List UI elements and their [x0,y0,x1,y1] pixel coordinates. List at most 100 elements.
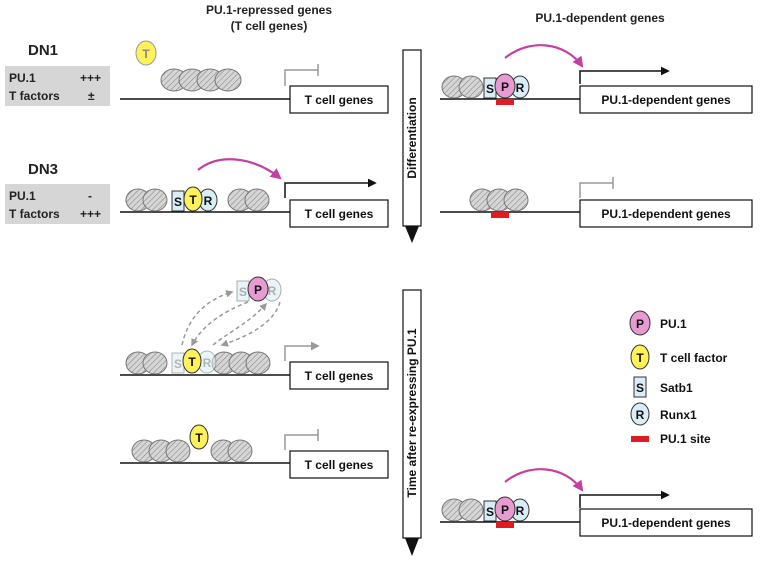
stage-dn1-level-box [5,66,110,106]
t-factor-icon: T [183,186,203,212]
pu1-dependent-genes-box [579,508,753,537]
nucleosome-cluster [131,439,253,463]
legend-pu1-site-icon [631,436,649,442]
t-cell-genes-label: T cell genes [305,93,374,107]
legend-runx1-label: Runx1 [660,408,697,422]
svg-text:S: S [174,195,182,209]
pu1-dependent-genes-label: PU.1-dependent genes [601,516,731,530]
stage-dn1-title: DN1 [28,42,58,59]
t-factor-icon: T [135,40,157,66]
svg-text:P: P [501,80,509,94]
satb1-icon: S [483,77,497,99]
legend-runx1-icon: R [630,402,650,426]
legend-pu1-site-label: PU.1 site [660,432,711,446]
stage-dn3-title: DN3 [28,161,58,178]
repressed-promoter-icon [579,177,614,198]
satb1-icon: S [236,280,250,302]
legend-t-factor-icon: T [630,344,650,370]
dn3-tfactors-level: +++ [80,207,101,221]
active-promoter-arrow [579,66,670,84]
dn3-pu1-label: PU.1 [9,189,36,203]
legend-satb1-label: Satb1 [660,381,693,395]
weak-promoter-arrow [284,341,320,361]
pu1-site-marker [496,99,514,105]
svg-text:P: P [636,317,644,331]
dashed-exchange-arrow [181,290,234,346]
svg-text:T: T [189,193,197,207]
dashed-exchange-arrow [191,301,249,347]
svg-text:S: S [174,357,182,371]
pu1-site-marker [496,522,514,528]
svg-text:S: S [486,505,494,519]
svg-text:R: R [636,408,645,422]
pu1-dependent-genes-box [579,85,753,114]
activation-arrow [197,158,282,180]
legend-satb1-icon: S [633,376,647,398]
satb1-icon: S [171,352,185,374]
legend-pu1-label: PU.1 [660,317,687,331]
differentiation-label: Differentiation [405,97,419,178]
t-cell-genes-box [289,199,389,228]
svg-text:T: T [195,431,203,445]
repressed-promoter-icon [284,64,319,86]
dn3-tfactors-label: T factors [9,207,60,221]
active-promoter-arrow [579,490,670,508]
t-cell-genes-box [289,85,389,114]
nucleosome-cluster [441,498,484,522]
pu1-icon: P [494,496,516,522]
t-cell-genes-label: T cell genes [305,207,374,221]
pu1-dependent-genes-label: PU.1-dependent genes [601,93,731,107]
active-promoter-arrow [284,178,377,198]
svg-text:S: S [636,381,644,395]
svg-text:T: T [142,47,150,61]
t-cell-genes-box [289,450,389,479]
dn1-tfactors-label: T factors [9,89,60,103]
header-repressed-line2: (T cell genes) [231,19,308,33]
svg-text:S: S [239,285,247,299]
repressed-promoter-icon [284,429,319,450]
stage-dn3-level-box [5,184,110,224]
t-cell-genes-label: T cell genes [305,458,374,472]
pu1-dependent-genes-box [579,199,753,228]
t-factor-icon: T [182,348,202,374]
svg-text:S: S [486,82,494,96]
header-repressed-line1: PU.1-repressed genes [206,3,332,17]
nucleosome-cluster [125,188,270,212]
dn1-tfactors-level: ± [88,89,95,103]
activation-arrow [504,468,584,492]
svg-text:P: P [254,283,262,297]
time-after-label: Time after re-expressing PU.1 [405,328,419,498]
dn1-pu1-label: PU.1 [9,71,36,85]
svg-text:R: R [516,504,525,518]
legend-pu1-icon: P [629,310,651,336]
dn1-pu1-level: +++ [80,71,101,85]
pu1-icon: P [247,276,269,302]
pu1-dependent-genes-label: PU.1-dependent genes [601,207,731,221]
svg-text:R: R [203,356,212,370]
nucleosome-cluster [469,188,529,212]
legend-t-factor-label: T cell factor [660,351,728,365]
time-arrow: Time after re-expressing PU.1 [402,289,422,556]
satb1-icon: S [171,190,185,212]
runx1-icon: R [510,498,530,522]
svg-text:R: R [516,81,525,95]
nucleosome-cluster [125,351,271,375]
svg-text:R: R [204,194,213,208]
svg-text:T: T [188,355,196,369]
activation-arrow [504,44,584,68]
t-cell-genes-label: T cell genes [305,369,374,383]
svg-text:T: T [636,351,644,365]
differentiation-arrow: Differentiation [402,49,422,243]
nucleosome-cluster [160,68,242,92]
pu1-site-marker [491,212,509,218]
dn3-pu1-level: - [88,189,92,203]
header-dependent: PU.1-dependent genes [535,11,665,25]
satb1-icon: S [483,500,497,522]
pu1-icon: P [494,73,516,99]
dashed-exchange-arrow [220,301,281,347]
t-factor-icon: T [189,424,209,450]
svg-text:R: R [268,284,277,298]
svg-text:P: P [501,503,509,517]
